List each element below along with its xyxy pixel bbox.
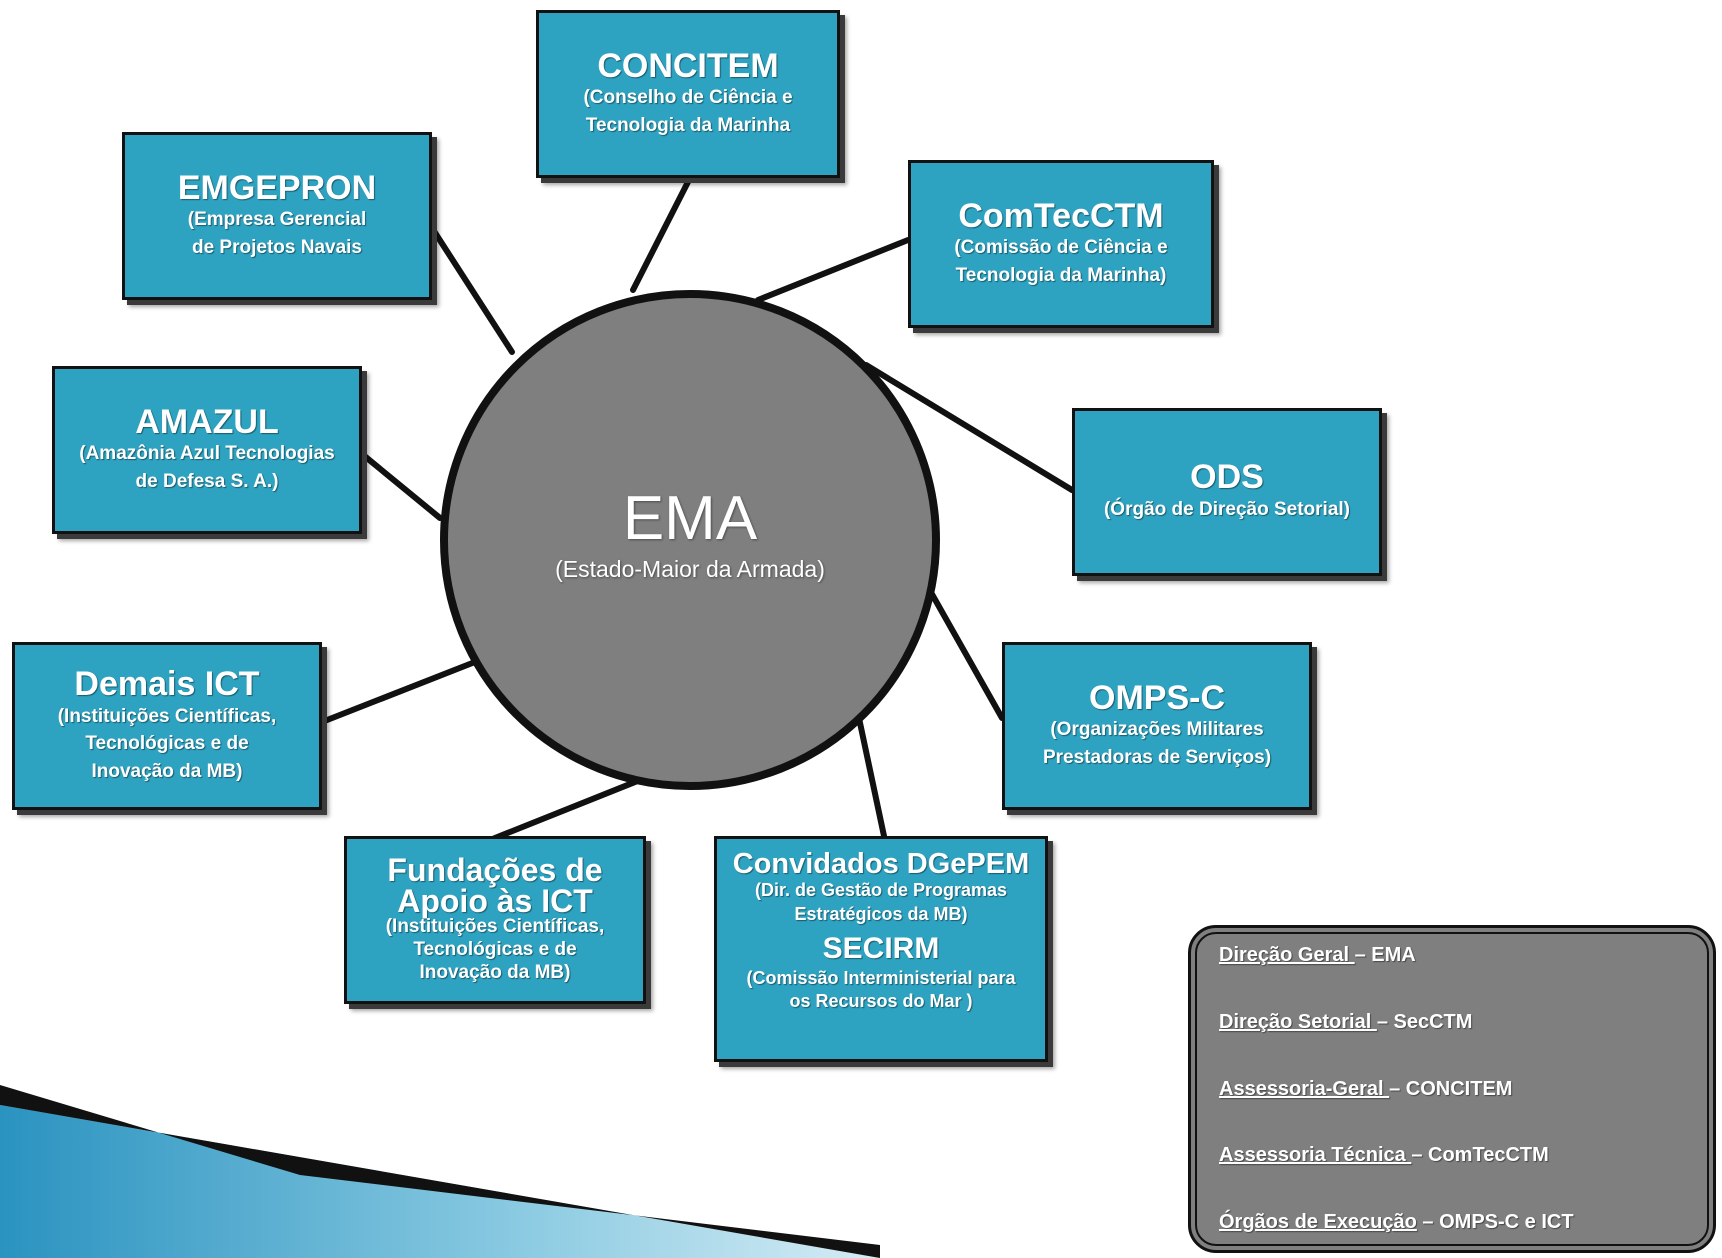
connector-comtecctm: [755, 237, 911, 303]
node-subtitle-secondary: (Comissão Interministerial para os Recur…: [746, 967, 1016, 1012]
legend-row: Órgãos de Execução – OMPS-C e ICT: [1219, 1211, 1685, 1234]
node-convidados: Convidados DGePEM (Dir. de Gestão de Pro…: [714, 836, 1048, 1062]
legend-key: Direção Geral: [1219, 944, 1355, 966]
node-ompsc: OMPS-C (Organizações Militares Prestador…: [1002, 642, 1312, 810]
node-subtitle: (Amazônia Azul Tecnologias de Defesa S. …: [79, 443, 335, 492]
legend-row: Assessoria Técnica – ComTecCTM: [1219, 1144, 1685, 1167]
legend-key: Direção Setorial: [1219, 1010, 1377, 1033]
node-title: OMPS-C: [1089, 678, 1225, 717]
node-amazul: AMAZUL (Amazônia Azul Tecnologias de Def…: [52, 366, 362, 534]
node-subtitle: (Instituições Científicas, Tecnológicas …: [57, 705, 277, 782]
node-subtitle: (Organizações Militares Prestadoras de S…: [1042, 719, 1272, 768]
legend-key: Assessoria Técnica: [1219, 1144, 1412, 1167]
connector-ompsc: [921, 577, 1005, 721]
node-fundacoes: Fundações de Apoio às ICT (Instituições …: [344, 836, 646, 1004]
node-title: ODS: [1190, 458, 1264, 497]
node-comtecctm: ComTecCTM (Comissão de Ciência e Tecnolo…: [908, 160, 1214, 328]
connector-convidados: [853, 701, 887, 839]
connector-emgepron: [429, 225, 515, 355]
node-title: EMGEPRON: [177, 168, 377, 207]
connector-demais-ict: [319, 657, 483, 725]
connector-ods: [863, 362, 1075, 493]
node-emgepron: EMGEPRON (Empresa Gerencial de Projetos …: [122, 132, 432, 300]
node-ods: ODS (Órgão de Direção Setorial): [1072, 408, 1382, 576]
ema-circle: EMA (Estado-Maior da Armada): [440, 290, 940, 790]
ema-title: EMA: [622, 483, 758, 553]
node-subtitle: (Conselho de Ciência e Tecnologia da Mar…: [583, 87, 793, 136]
node-title: CONCITEM: [597, 46, 779, 85]
node-title: AMAZUL: [135, 402, 279, 441]
node-title: Demais ICT: [74, 664, 260, 703]
node-title: Fundações de Apoio às ICT: [387, 852, 603, 919]
node-subtitle: (Órgão de Direção Setorial): [1103, 499, 1350, 521]
slide-corner-decoration: [0, 1085, 880, 1258]
node-concitem: CONCITEM (Conselho de Ciência e Tecnolog…: [536, 10, 840, 178]
ema-subtitle: (Estado-Maior da Armada): [555, 555, 825, 582]
legend-value: – CONCITEM: [1389, 1077, 1513, 1100]
node-title: Convidados DGePEM: [732, 848, 1030, 880]
node-title-secondary: SECIRM: [822, 932, 940, 966]
legend-row: Direção Geral – EMA: [1219, 944, 1685, 967]
legend-value: – SecCTM: [1376, 1010, 1473, 1033]
node-title: ComTecCTM: [958, 196, 1164, 235]
legend-value: – ComTecCTM: [1411, 1144, 1549, 1167]
legend-panel: Direção Geral – EMA Direção Setorial – S…: [1188, 925, 1716, 1253]
legend-value: – EMA: [1354, 944, 1416, 966]
legend-key: Órgãos de Execução: [1219, 1211, 1417, 1233]
connector-concitem: [630, 175, 693, 293]
node-subtitle: (Instituições Científicas, Tecnológicas …: [385, 916, 605, 983]
node-subtitle: (Empresa Gerencial de Projetos Navais: [187, 209, 367, 258]
node-demais-ict: Demais ICT (Instituições Científicas, Te…: [12, 642, 322, 810]
legend-row: Assessoria-Geral – CONCITEM: [1219, 1078, 1685, 1101]
legend-value: – OMPS-C e ICT: [1416, 1211, 1574, 1233]
node-subtitle: (Comissão de Ciência e Tecnologia da Mar…: [954, 237, 1168, 286]
legend-key: Assessoria-Geral: [1219, 1077, 1390, 1100]
connector-amazul: [359, 451, 443, 521]
legend-row: Direção Setorial – SecCTM: [1219, 1011, 1685, 1034]
node-subtitle: (Dir. de Gestão de Programas Estratégico…: [754, 880, 1008, 924]
